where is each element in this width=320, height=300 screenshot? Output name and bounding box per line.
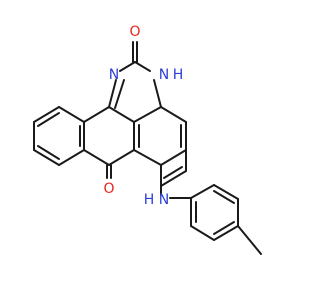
nitrogen-label: N	[159, 67, 169, 83]
bond	[133, 149, 162, 166]
bond	[190, 225, 215, 241]
bond	[108, 149, 135, 166]
bond	[83, 106, 110, 123]
bond	[190, 184, 215, 199]
bond	[237, 225, 262, 255]
bond	[108, 79, 117, 108]
bond	[58, 149, 85, 166]
hydrogen-label: H	[144, 192, 155, 208]
oxygen-label: O	[103, 181, 114, 197]
structure-canvas: O N N H O N H	[33, 24, 262, 255]
bond	[33, 149, 60, 166]
bond	[160, 106, 187, 123]
bond	[108, 106, 135, 123]
bond	[160, 170, 187, 187]
hydrogen-label: H	[173, 67, 184, 83]
bond	[153, 79, 162, 108]
bond	[213, 221, 235, 235]
bond	[160, 149, 187, 166]
oxygen-label: O	[129, 24, 140, 40]
nitrogen-label: N	[109, 67, 119, 83]
bond	[33, 106, 60, 123]
bond	[58, 106, 85, 123]
bond	[114, 79, 125, 109]
molecule-structure: O N N H O N H	[33, 24, 262, 255]
bond	[37, 145, 60, 160]
bond	[213, 184, 239, 200]
bond	[37, 112, 60, 127]
bond	[213, 190, 235, 204]
bond	[83, 149, 110, 166]
bond	[163, 166, 183, 179]
nitrogen-label: N	[159, 192, 169, 208]
bond	[119, 61, 136, 72]
bond	[213, 225, 239, 241]
bond	[133, 106, 162, 123]
bond	[134, 61, 151, 72]
